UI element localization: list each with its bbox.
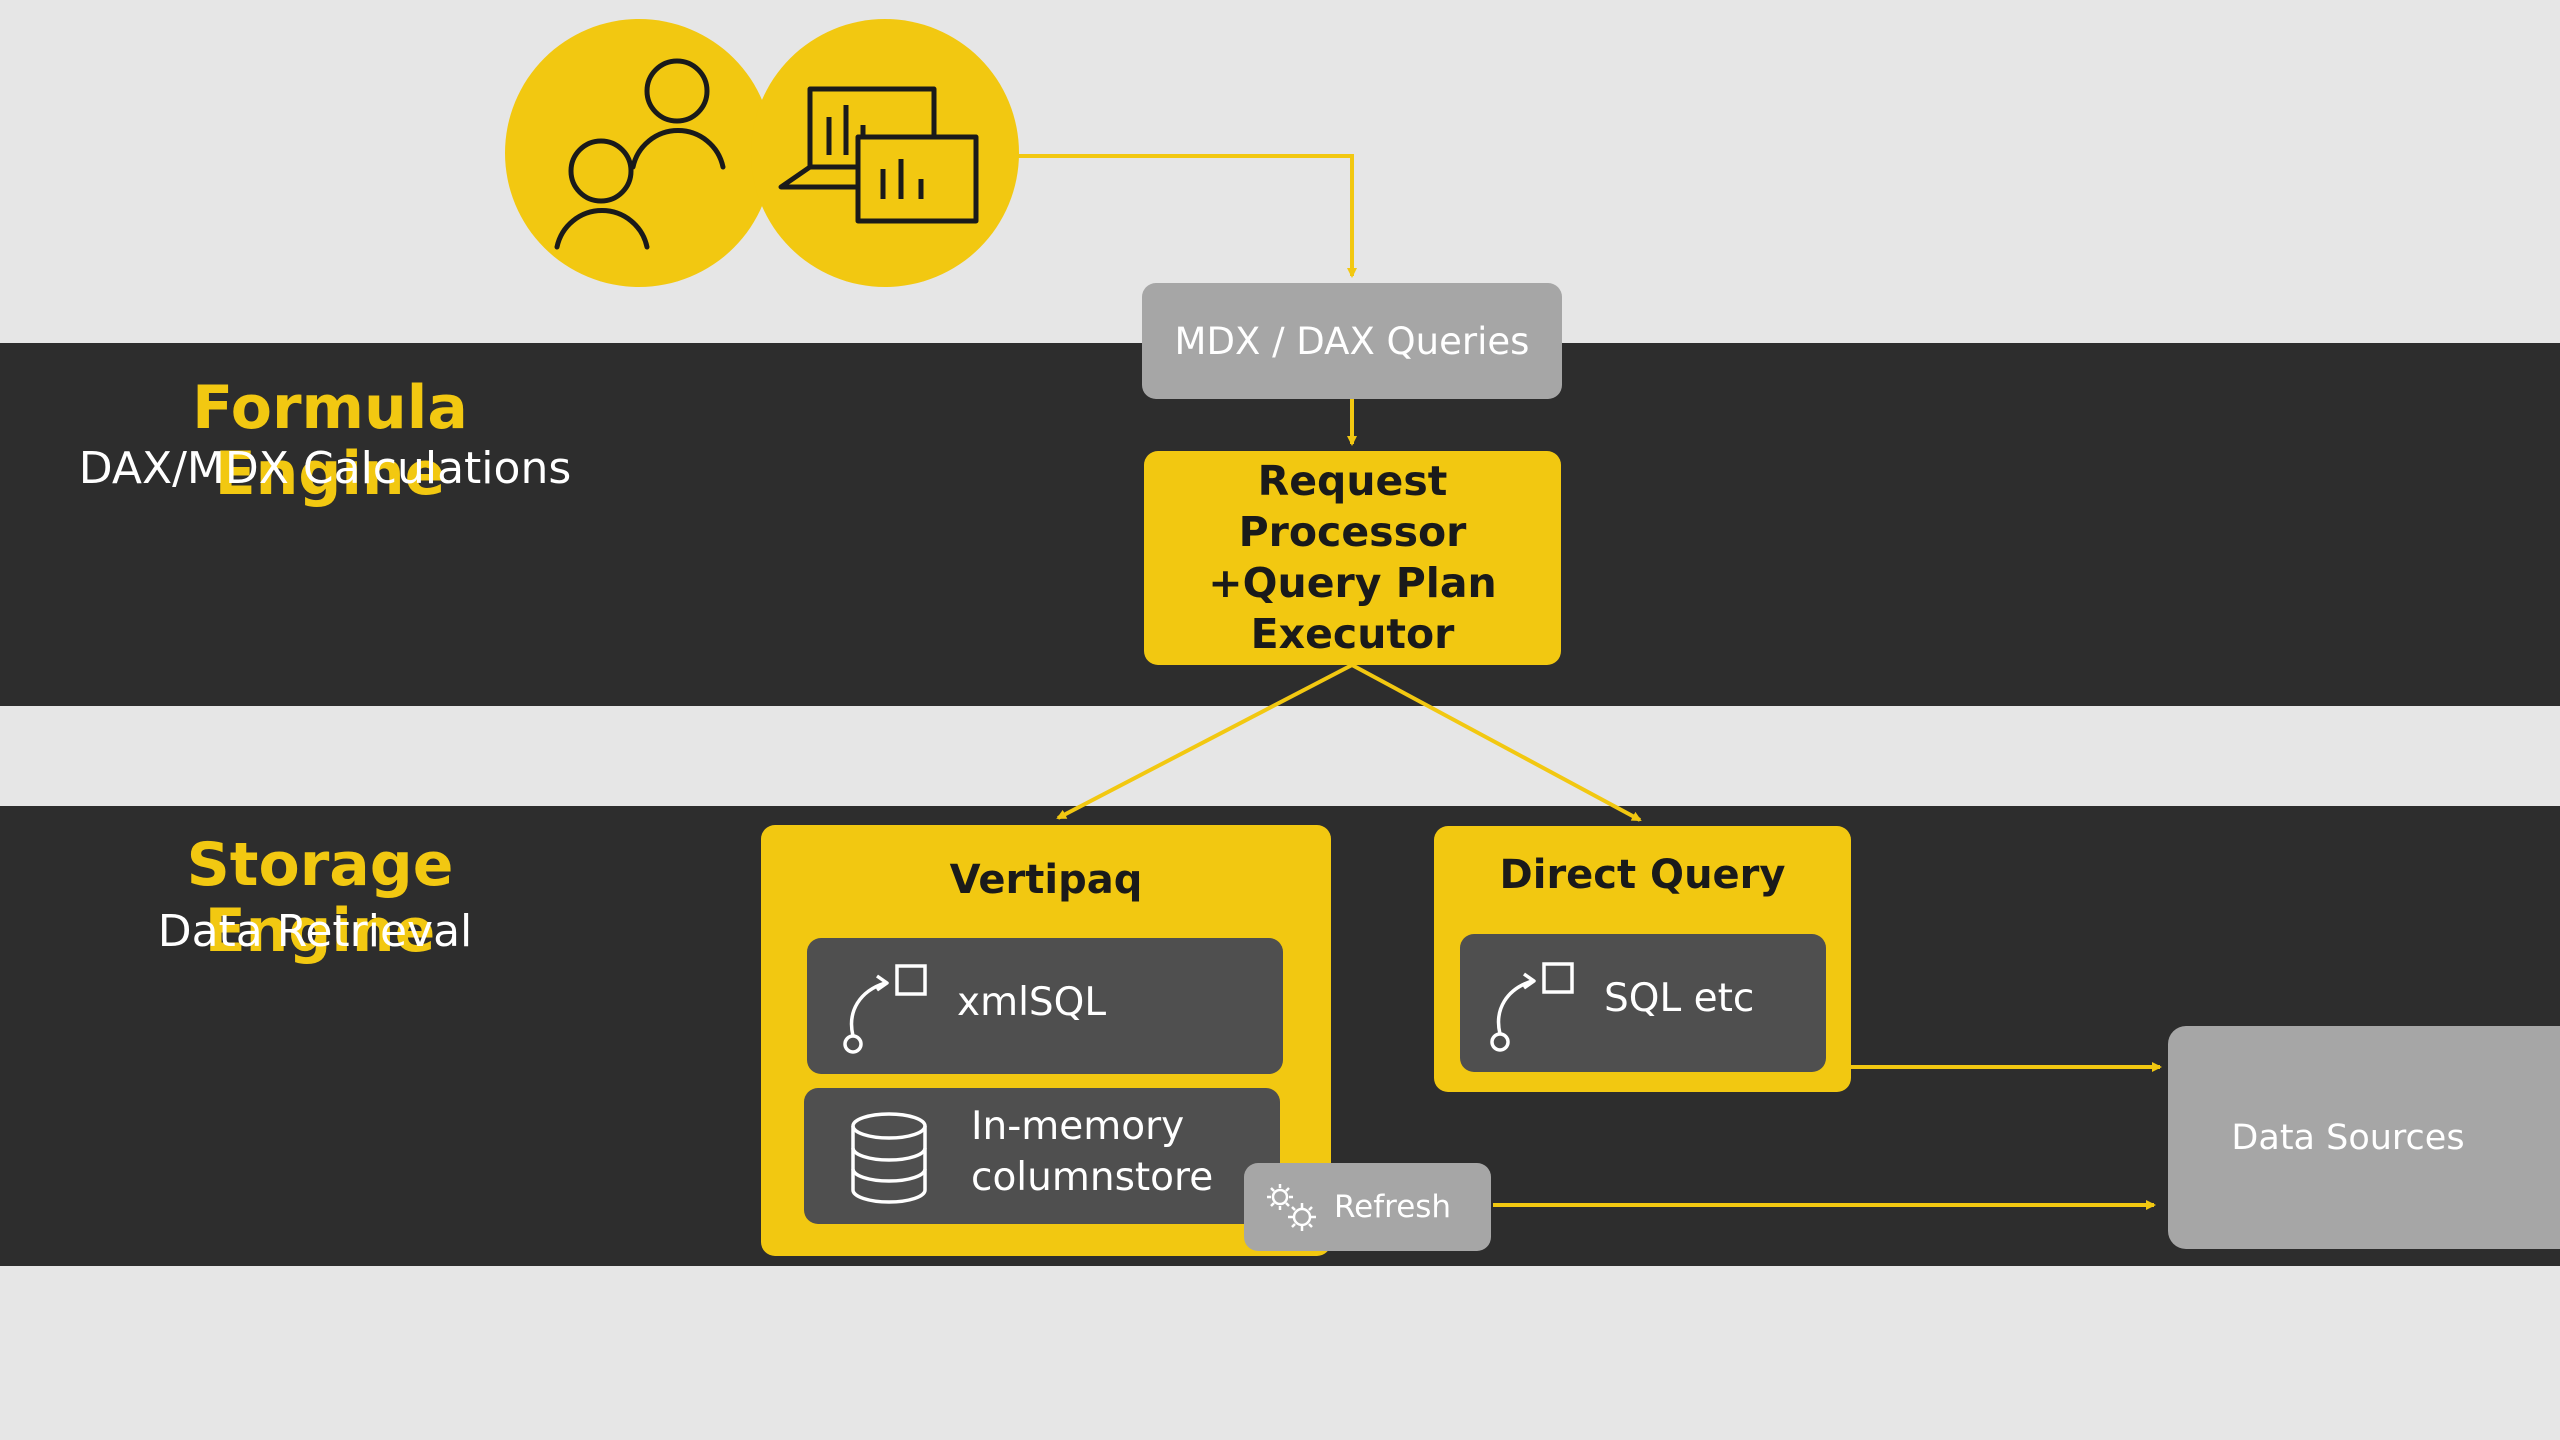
direct-query-title: Direct Query — [1499, 852, 1786, 898]
mdx-dax-queries-label: MDX / DAX Queries — [1174, 319, 1530, 363]
formula-engine-subtitle: DAX/MDX Calculations — [78, 443, 572, 494]
vertipaq-title: Vertipaq — [949, 857, 1143, 903]
data-sources-node: Data Sources — [2168, 1026, 2560, 1249]
users-circle — [505, 19, 773, 287]
in-memory-columnstore-label: In-memory columnstore — [971, 1104, 1214, 1200]
request-processor-node: Request Processor +Query Plan Executor — [1144, 451, 1561, 665]
data-sources-label: Data Sources — [2231, 1117, 2465, 1158]
flow-query-icon — [843, 964, 927, 1054]
storage-engine-subtitle: Data Retrieval — [157, 906, 473, 957]
formula-engine-title: Formula Engine — [192, 373, 468, 509]
storage-engine-title: Storage Engine — [186, 830, 454, 966]
users-icon — [554, 58, 726, 250]
flow-query-icon — [1490, 962, 1574, 1052]
xmlsql-node: xmlSQL — [807, 938, 1283, 1074]
reports-circle — [751, 19, 1019, 287]
report-dashboard-icon — [778, 86, 979, 224]
refresh-node: Refresh — [1244, 1163, 1491, 1251]
mdx-dax-queries-node: MDX / DAX Queries — [1142, 283, 1562, 399]
vertipaq-container: Vertipaq xmlSQL In-memory columnstore — [761, 825, 1331, 1256]
xmlsql-label: xmlSQL — [957, 980, 1107, 1025]
sql-etc-node: SQL etc — [1460, 934, 1826, 1072]
database-icon — [851, 1112, 927, 1204]
arrow-users-to-queries — [1014, 154, 1357, 278]
sql-etc-label: SQL etc — [1604, 976, 1755, 1021]
request-processor-label: Request Processor +Query Plan Executor — [1208, 456, 1497, 659]
direct-query-container: Direct Query SQL etc — [1434, 826, 1851, 1092]
refresh-label: Refresh — [1334, 1189, 1452, 1225]
gears-icon — [1267, 1184, 1316, 1231]
in-memory-columnstore-node: In-memory columnstore — [804, 1088, 1280, 1224]
